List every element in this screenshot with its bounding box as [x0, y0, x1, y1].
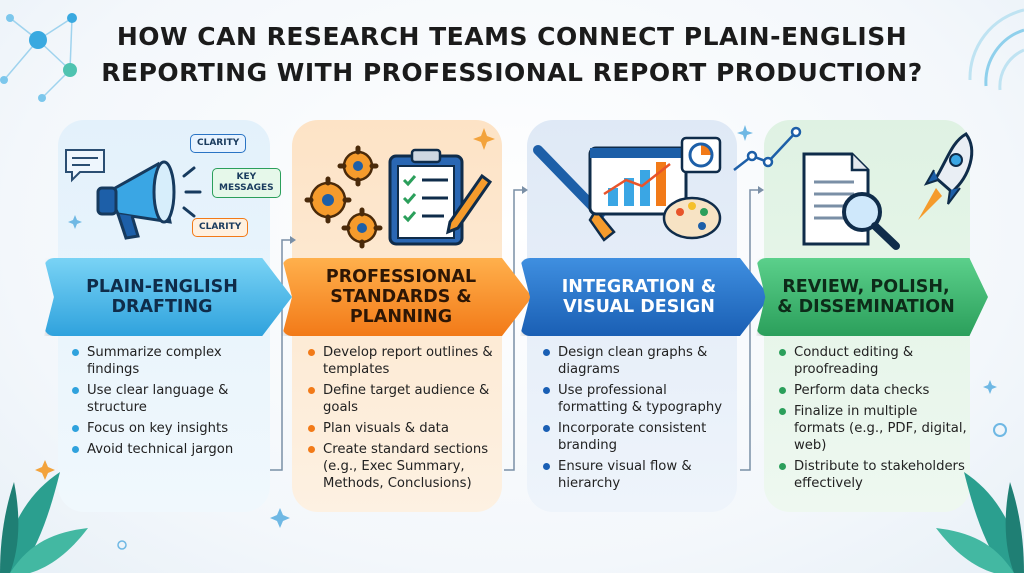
list-item: Use clear language & structure	[72, 382, 268, 416]
list-item: Focus on key insights	[72, 420, 268, 437]
bubble-key-messages: KEY MESSAGES	[212, 168, 281, 198]
clipboard-checklist-icon	[388, 148, 493, 246]
stage-banner-integration: INTEGRATION & VISUAL DESIGN	[520, 258, 770, 336]
rocket-icon	[918, 132, 974, 220]
stage-bullets-integration: Design clean graphs & diagrams Use profe…	[543, 344, 735, 496]
bubble-clarity-bottom: CLARITY	[192, 218, 249, 237]
stage-bullets-plain-english: Summarize complex findings Use clear lan…	[72, 344, 268, 462]
list-item: Plan visuals & data	[308, 420, 498, 437]
list-item: Summarize complex findings	[72, 344, 268, 378]
list-item: Define target audience & goals	[308, 382, 498, 416]
page-title-line-2: REPORTING WITH PROFESSIONAL REPORT PRODU…	[101, 58, 923, 87]
list-item: Design clean graphs & diagrams	[543, 344, 735, 378]
list-item: Develop report outlines & templates	[308, 344, 498, 378]
decorative-arcs-icon	[968, 8, 1024, 91]
stage-bullets-professional-standards: Develop report outlines & templates Defi…	[308, 344, 498, 496]
network-nodes-icon	[0, 13, 77, 102]
list-item: Conduct editing & proofreading	[779, 344, 969, 378]
stage-banner-plain-english: PLAIN-ENGLISH DRAFTING	[44, 258, 292, 336]
bubble-clarity-top: CLARITY	[190, 134, 247, 153]
list-item: Perform data checks	[779, 382, 969, 399]
page-title-line-1: HOW CAN RESEARCH TEAMS CONNECT PLAIN-ENG…	[116, 22, 908, 51]
megaphone-icon	[96, 160, 202, 240]
design-monitor-icon	[533, 136, 722, 242]
stage-banner-review: REVIEW, POLISH, & DISSEMINATION	[756, 258, 988, 336]
list-item: Use professional formatting & typography	[543, 382, 735, 416]
speech-bubble-icon	[65, 149, 105, 183]
stage-bullets-review: Conduct editing & proofreading Perform d…	[779, 344, 969, 496]
list-item: Ensure visual flow & hierarchy	[543, 458, 735, 492]
document-magnifier-icon	[802, 152, 900, 250]
list-item: Avoid technical jargon	[72, 441, 268, 458]
leaves-left-icon	[0, 472, 88, 573]
stage-banner-professional-standards: PROFESSIONAL STANDARDS & PLANNING	[282, 258, 532, 336]
list-item: Incorporate consistent branding	[543, 420, 735, 454]
trend-line-icon	[733, 126, 802, 171]
list-item: Distribute to stakeholders effectively	[779, 458, 969, 492]
leaves-right-icon	[936, 472, 1024, 573]
gears-icon	[304, 145, 383, 249]
list-item: Create standard sections (e.g., Exec Sum…	[308, 441, 498, 492]
list-item: Finalize in multiple formats (e.g., PDF,…	[779, 403, 969, 454]
